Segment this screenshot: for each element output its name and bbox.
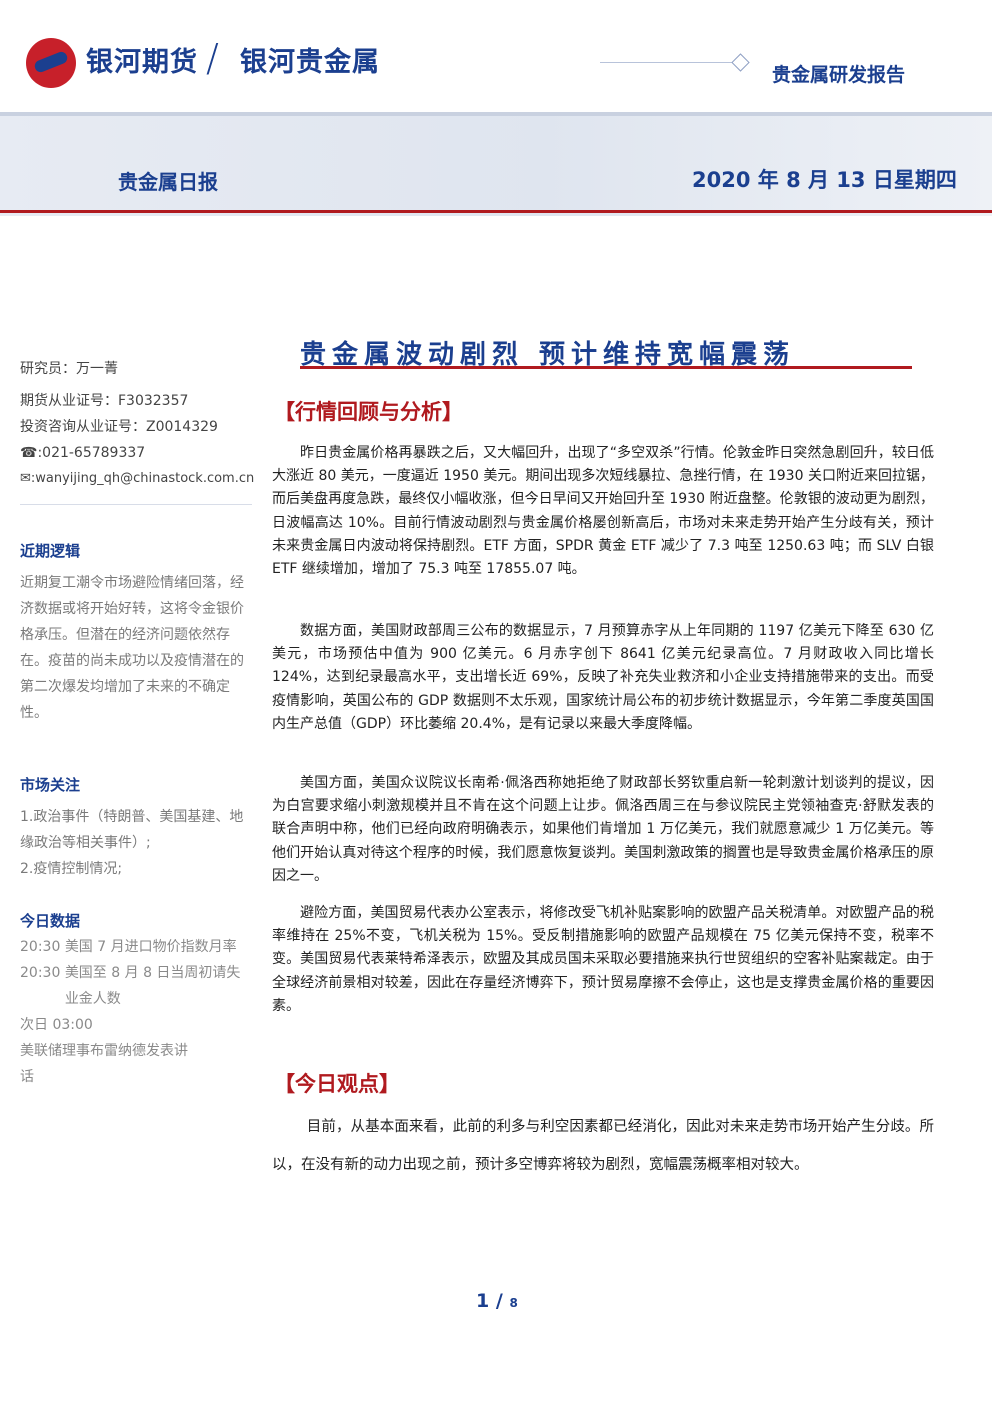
data-time: 20:30 [20,939,61,955]
data-event: 美国至 8 月 8 日当周初请失业金人数 [64,965,241,1007]
report-type: 贵金属研发报告 [772,64,906,86]
phone-number: ☎:021-65789337 [20,445,146,461]
section-heading-view: 【今日观点】 [274,1072,400,1096]
sidebar-divider [20,504,252,505]
galaxy-logo-icon [26,38,76,88]
title-underline [300,366,912,369]
data-event: 美联储理事布雷纳德发表讲话 [20,1043,188,1085]
data-item: 20:30 美国 7 月进口物价指数月率 [20,934,252,960]
page-total: 8 [509,1296,518,1310]
data-item: 20:30 美国至 8 月 8 日当周初请失业金人数 [20,960,252,1012]
email-link[interactable]: ✉:wanyijing_qh@chinastock.com.cn [20,471,255,486]
paragraph: 避险方面，美国贸易代表办公室表示，将修改受飞机补贴案影响的欧盟产品关税清单。对欧… [272,905,934,1014]
brand-galaxy-precious-metals: 银河贵金属 [240,47,380,78]
section-heading-review: 【行情回顾与分析】 [274,400,463,424]
focus-item: 2.疫情控制情况; [20,861,123,877]
daily-report-label: 贵金属日报 [118,170,218,194]
paragraph: 目前，从基本面来看，此前的利多与利空因素都已经消化，因此对未来走势市场开始产生分… [272,1119,934,1173]
decorative-line [600,62,732,63]
logic-heading: 近期逻辑 [20,542,81,560]
data-time: 20:30 [20,965,61,981]
consult-cert: 投资咨询从业证号：Z0014329 [20,419,218,435]
page-number: 1 / 8 [476,1290,518,1312]
today-data-heading: 今日数据 [20,912,81,930]
analyst-name: 研究员：万一菁 [20,361,118,377]
header-divider [0,210,992,213]
brand-galaxy-futures: 银河期货 [86,47,198,78]
header-top [0,0,992,112]
paragraph: 美国方面，美国众议院议长南希·佩洛西称她拒绝了财政部长努钦重启新一轮刺激计划谈判… [272,775,934,884]
report-date: 2020 年 8 月 13 日星期四 [692,168,957,192]
page-title: 贵金属波动剧烈 预计维持宽幅震荡 [300,340,796,370]
data-event: 美国 7 月进口物价指数月率 [64,939,237,955]
paragraph: 昨日贵金属价格再暴跌之后，又大幅回升，出现了“多空双杀”行情。伦敦金昨日突然急剧… [272,445,934,578]
logic-text: 近期复工潮令市场避险情绪回落，经济数据或将开始好转，这将令金银价格承压。但潜在的… [20,575,244,721]
data-time: 次日 03:00 [20,1017,93,1033]
focus-heading: 市场关注 [20,776,81,794]
page-current: 1 [476,1290,490,1312]
header-band [0,112,992,216]
futures-cert: 期货从业证号：F3032357 [20,393,189,409]
focus-item: 1.政治事件（特朗普、美国基建、地缘政治等相关事件）; [20,809,244,851]
paragraph: 数据方面，美国财政部周三公布的数据显示，7 月预算赤字从上年同期的 1197 亿… [272,623,934,732]
page-separator: / [495,1290,503,1312]
data-item: 次日 03:00 美联储理事布雷纳德发表讲话 [20,1012,252,1090]
brand-divider: / [206,36,219,80]
